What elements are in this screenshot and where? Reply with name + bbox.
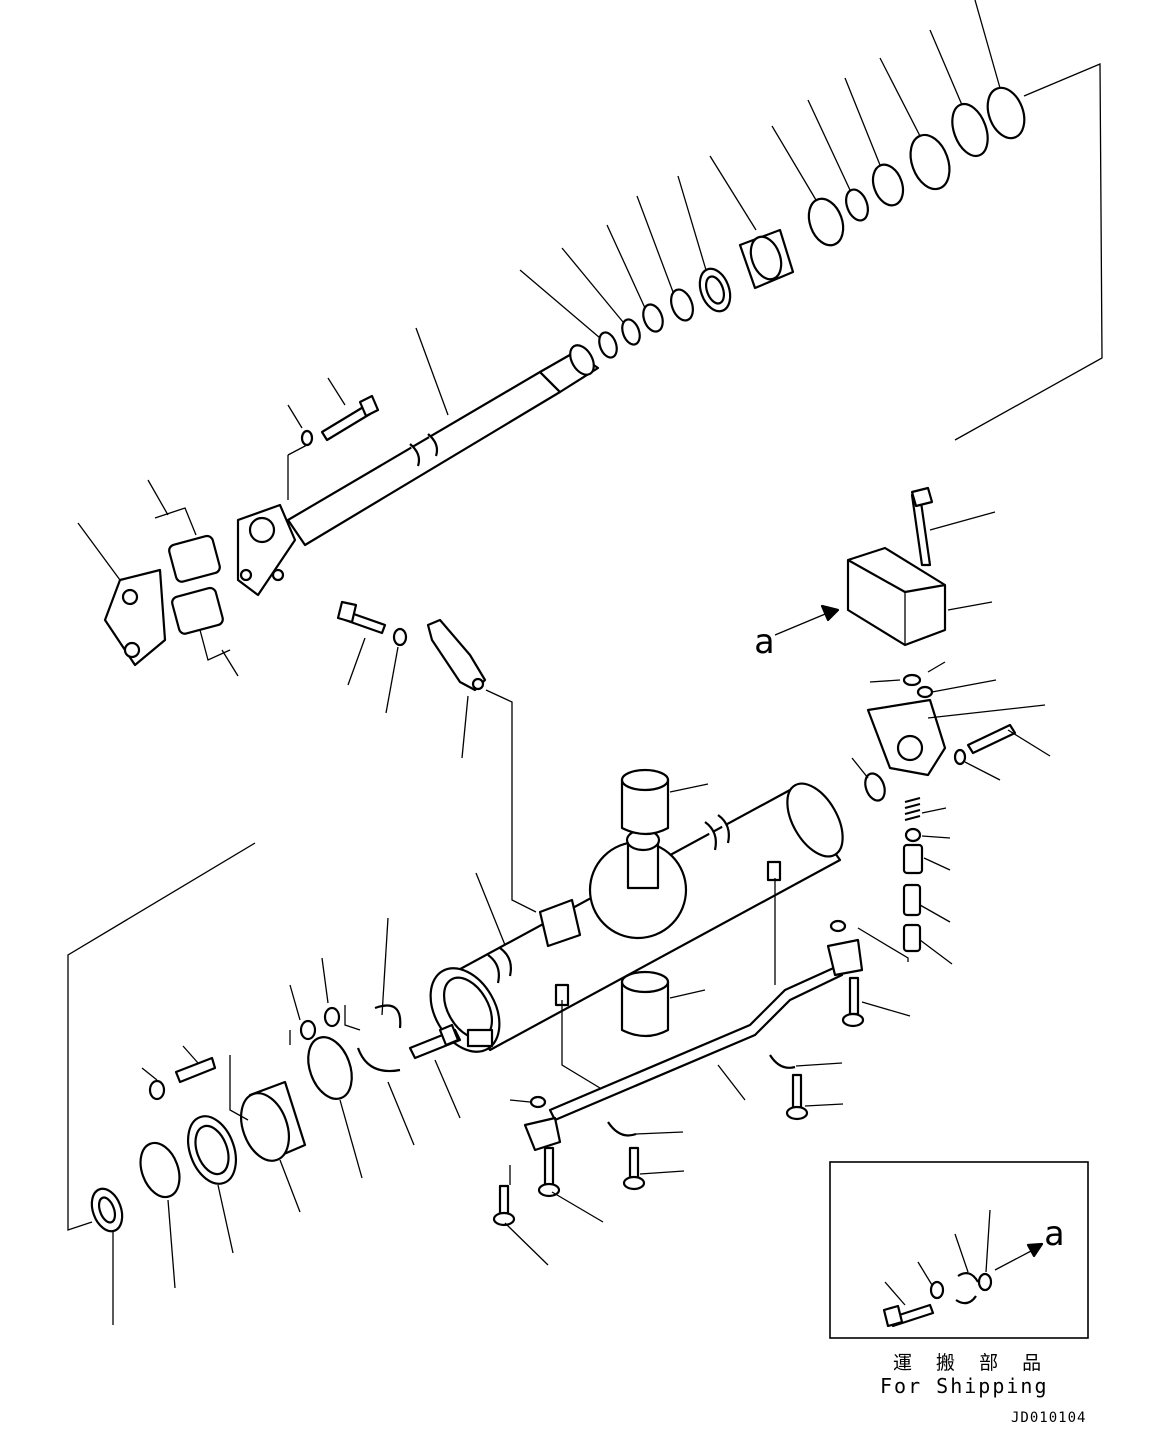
bushings [620, 768, 709, 1038]
callout-a-label: a [754, 622, 775, 662]
valve-block [774, 486, 1051, 965]
shipping-label-japanese: 運 搬 部 品 [893, 1352, 1051, 1374]
shipping-label-english: For Shipping [880, 1374, 1049, 1398]
drawing-code: JD010104 [1011, 1410, 1087, 1426]
leader-lines-upper [77, 0, 1001, 677]
leader-lines-lower [112, 872, 506, 1325]
inset-callout-a-label: a [1044, 1214, 1065, 1254]
shipping-inset [829, 1161, 1089, 1339]
lower-piston-assembly [67, 842, 462, 1233]
cylinder-tube [429, 782, 844, 1053]
bracket-and-bolt [336, 600, 537, 913]
pipe-and-clamps [492, 878, 911, 1266]
upper-rod-assembly [103, 63, 1103, 667]
